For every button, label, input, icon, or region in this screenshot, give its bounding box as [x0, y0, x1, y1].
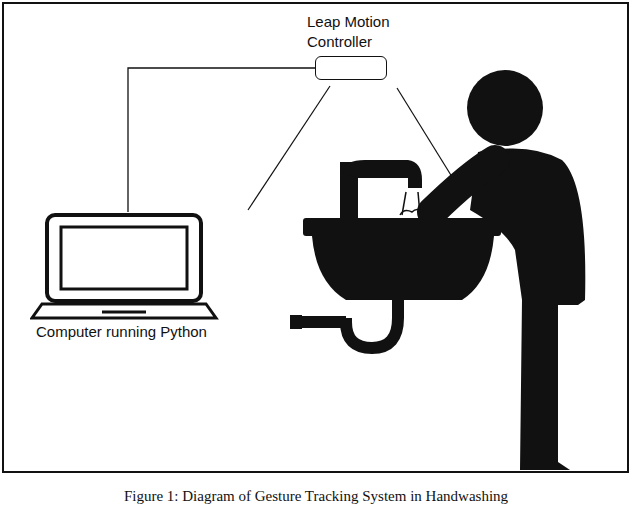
controller-node: Leap Motion Controller — [307, 12, 417, 80]
leap-motion-device — [315, 56, 387, 80]
computer-node: Computer running Python — [30, 212, 230, 342]
node-label: Leap Motion Controller — [307, 12, 417, 52]
sensor-cone — [248, 86, 330, 210]
node-label: Computer running Python — [30, 322, 230, 342]
caption: Figure 1: Diagram of Gesture Tracking Sy… — [0, 488, 632, 505]
cable-line — [128, 68, 315, 212]
sink-figure — [290, 160, 501, 348]
frame — [3, 3, 628, 472]
laptop-icon — [30, 212, 230, 322]
